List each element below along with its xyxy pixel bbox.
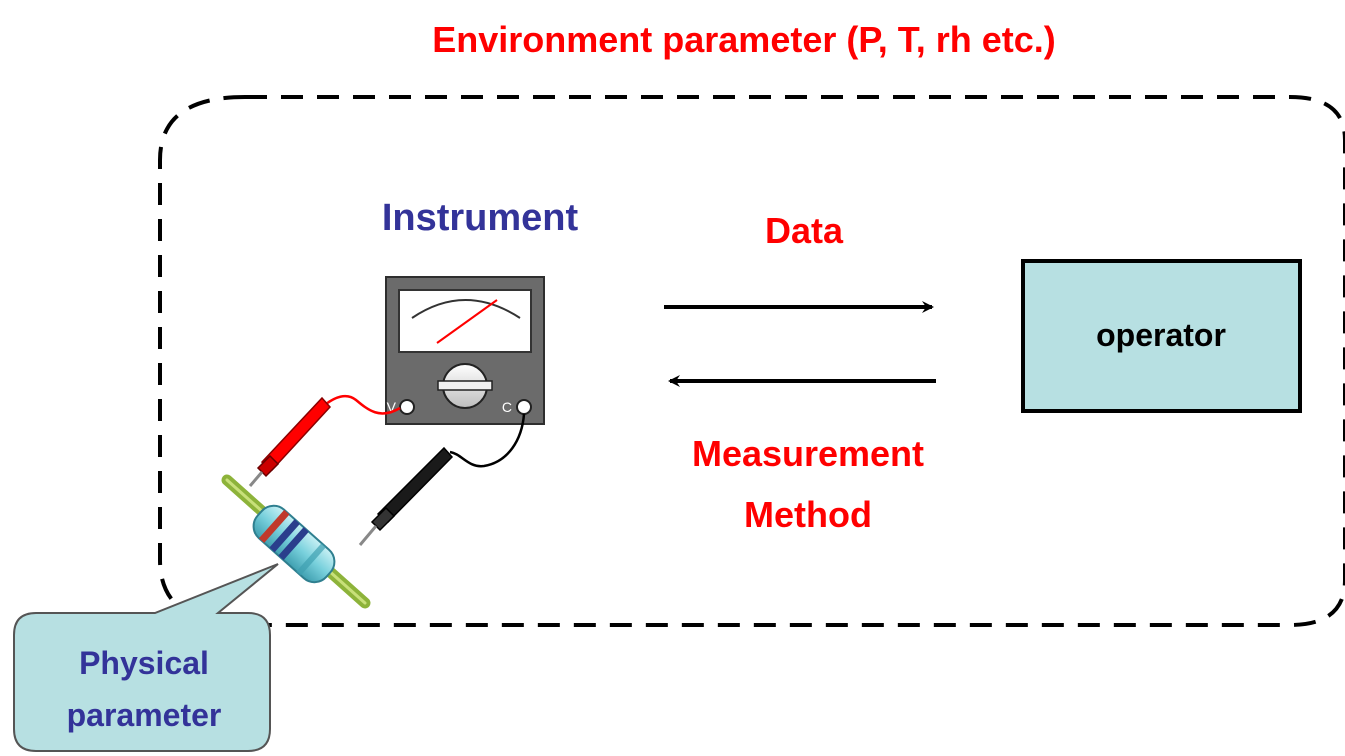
- multimeter-icon: V C: [385, 276, 545, 425]
- physical-parameter-callout: [13, 563, 279, 752]
- meter-terminal-c: C: [502, 399, 512, 415]
- operator-label: operator: [1096, 317, 1226, 353]
- environment-boundary: [158, 95, 1345, 627]
- resistor-icon: [221, 474, 371, 609]
- instrument-label: Instrument: [382, 197, 579, 239]
- physical-label-line1: Physical: [79, 645, 209, 681]
- data-label: Data: [765, 210, 844, 251]
- operator-box: [1021, 259, 1302, 413]
- meter-terminal-v: V: [387, 399, 397, 415]
- method-label-line2: Method: [744, 494, 872, 535]
- environment-title: Environment parameter (P, T, rh etc.): [432, 19, 1056, 60]
- method-label-line1: Measurement: [692, 433, 924, 474]
- black-lead-wire: [449, 413, 526, 468]
- red-lead-wire: [325, 394, 401, 415]
- physical-label-line2: parameter: [67, 697, 222, 733]
- red-probe-icon: [248, 396, 332, 487]
- black-probe-icon: [358, 446, 454, 546]
